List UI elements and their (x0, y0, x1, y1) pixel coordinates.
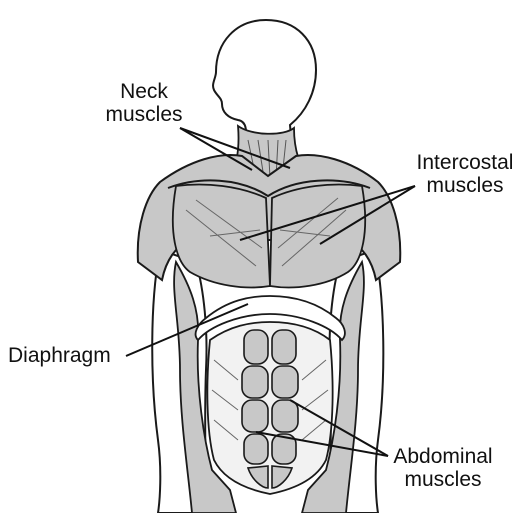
abdominal-sheath (207, 322, 332, 494)
intercostal-label-line1: Intercostal (400, 151, 525, 174)
abdominal-label-line2: muscles (378, 468, 508, 491)
diaphragm-label-text: Diaphragm (8, 344, 111, 367)
intercostal-label-line2: muscles (400, 174, 525, 197)
abdominal-label-line1: Abdominal (378, 445, 508, 468)
neck-label-line1: Neck (84, 80, 204, 103)
neck-label-line2: muscles (84, 103, 204, 126)
diaphragm-label: Diaphragm (8, 344, 111, 367)
head-outline (213, 20, 316, 148)
neck-muscles-label: Neck muscles (84, 80, 204, 126)
abdominal-muscles-label: Abdominal muscles (378, 445, 508, 491)
intercostal-muscles-label: Intercostal muscles (400, 151, 525, 197)
